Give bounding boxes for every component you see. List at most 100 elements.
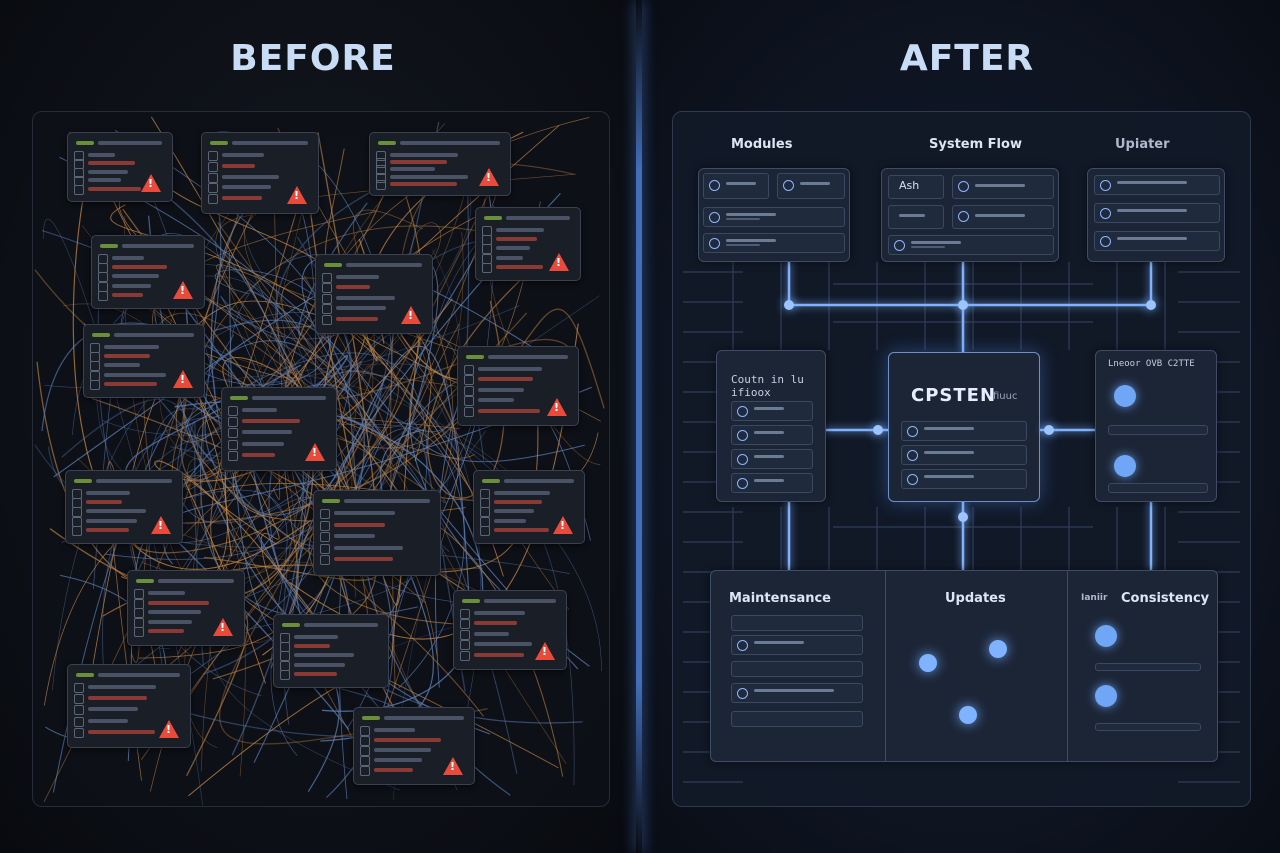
wire [189,291,556,402]
module-row[interactable] [703,207,845,227]
connector-dot [784,300,794,310]
left-row[interactable] [731,425,813,445]
left-box-title: Coutn in lu ifioox [731,373,804,399]
system-flow-label: System Flow [929,137,1022,152]
warning-triangle-icon [287,186,307,204]
wire [59,156,585,463]
warning-triangle-icon [553,516,573,534]
module-tile[interactable] [703,173,769,199]
consistency-row[interactable] [1095,663,1201,671]
wire [268,370,583,724]
connector-dot [873,425,883,435]
flow-row[interactable] [952,175,1054,199]
warning-triangle-icon [443,757,463,775]
wire [210,169,559,769]
consistency-prefix: Ianiir [1081,593,1108,603]
maintenance-row[interactable] [731,635,863,655]
hub-title: CPSTEN [911,385,997,406]
warning-triangle-icon [173,281,193,299]
wire [97,281,316,544]
consistency-label: Consistency [1121,591,1210,606]
warning-triangle-icon [479,168,499,186]
tangled-module-card [313,490,441,576]
right-box-title: Lneoor OVB C2TTE [1108,359,1195,369]
wire [118,308,331,723]
warning-triangle-icon [151,516,171,534]
maintenance-row[interactable] [731,615,863,631]
maintenance-label: Maintensance [729,591,831,606]
wire [242,223,602,672]
network-node-icon[interactable] [959,706,977,724]
node-icon [1114,385,1136,407]
wire [219,174,499,745]
right-row[interactable] [1108,483,1208,493]
wire [275,173,408,393]
updater-box [1087,168,1225,262]
wire [118,194,298,379]
wire [130,225,514,663]
updater-label: Upiater [1115,137,1170,152]
core-hub-box: CPSTEN fiuuc [888,352,1040,502]
ash-tile[interactable]: Ash [888,175,944,199]
ash-label: Ash [899,179,920,192]
updates-label: Updates [945,591,1006,606]
warning-triangle-icon [535,642,555,660]
consistency-row[interactable] [1095,723,1201,731]
updater-row[interactable] [1094,175,1220,195]
hub-row[interactable] [901,469,1027,489]
after-title: AFTER [899,38,1035,79]
updater-row[interactable] [1094,203,1220,223]
tangled-module-card [457,346,579,426]
network-node-icon[interactable] [919,654,937,672]
updater-row[interactable] [1094,231,1220,251]
left-row[interactable] [731,449,813,469]
tangled-module-card [369,132,511,196]
maintenance-row[interactable] [731,683,863,703]
flow-row[interactable] [952,205,1054,229]
warning-triangle-icon [213,618,233,636]
hub-subtitle: fiuuc [993,391,1018,402]
wire [52,340,332,793]
right-module-box: Lneoor OVB C2TTE [1095,350,1217,502]
modules-label: Modules [731,137,793,152]
left-module-box: Coutn in lu ifioox [716,350,826,502]
warning-triangle-icon [401,306,421,324]
module-tile[interactable] [777,173,845,199]
node-icon [1095,685,1117,707]
bottom-panel: Maintensance Updates Ianiir Consistency [710,570,1218,762]
warning-triangle-icon [173,370,193,388]
warning-triangle-icon [549,253,569,271]
node-icon [1095,625,1117,647]
warning-triangle-icon [547,398,567,416]
module-row[interactable] [703,233,845,253]
connector-dot [958,512,968,522]
maintenance-row[interactable] [731,661,863,677]
hub-row[interactable] [901,421,1027,441]
tangled-module-card [83,324,205,398]
flow-row[interactable] [888,235,1054,255]
left-row[interactable] [731,473,813,493]
wire [176,334,390,524]
system-flow-box: Ash [881,168,1059,262]
maintenance-row[interactable] [731,711,863,727]
wire [271,229,489,428]
hub-row[interactable] [901,445,1027,465]
wire [61,489,298,756]
wire [214,319,511,796]
network-node-icon[interactable] [989,640,1007,658]
connector-dot [1146,300,1156,310]
warning-triangle-icon [305,443,325,461]
modules-box [698,168,850,262]
center-divider [636,0,642,853]
right-row[interactable] [1108,425,1208,435]
tangled-module-card [273,614,389,688]
warning-triangle-icon [141,174,161,192]
flow-tile[interactable] [888,205,944,229]
connector-dot [958,300,968,310]
after-panel: Modules System Flow Upiater Ash Coutn in… [672,111,1251,807]
bottom-divider [885,571,886,761]
left-row[interactable] [731,401,813,421]
warning-triangle-icon [159,720,179,738]
node-icon [1114,455,1136,477]
before-title: BEFORE [230,38,396,79]
